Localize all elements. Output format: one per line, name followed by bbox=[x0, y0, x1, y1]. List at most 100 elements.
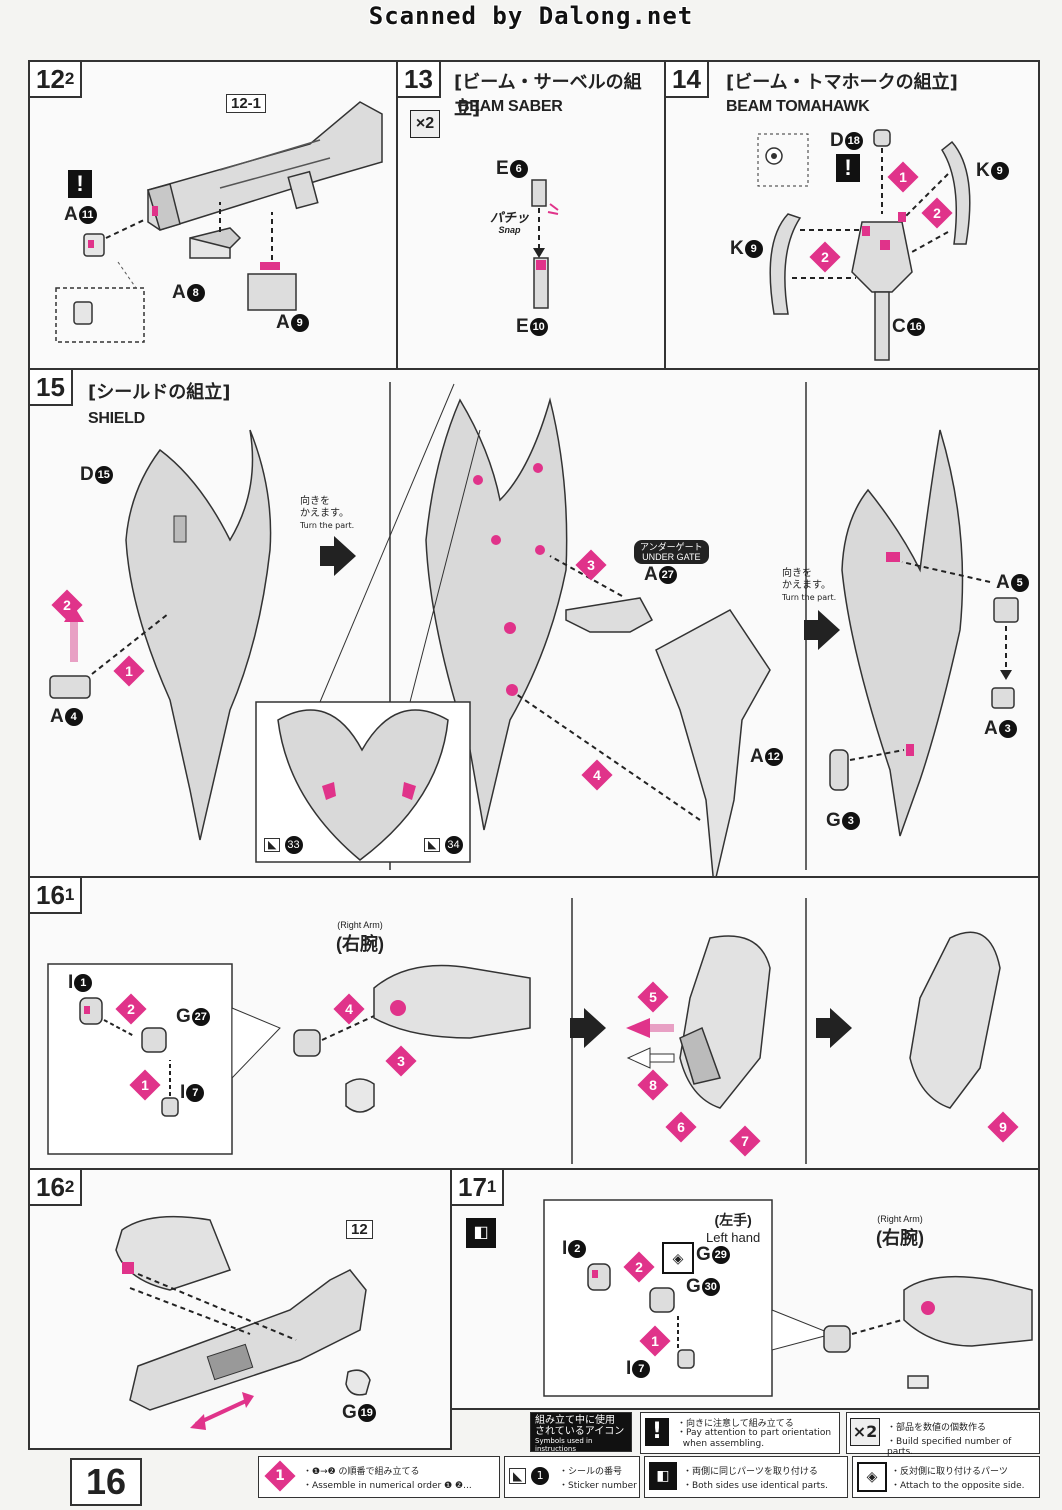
orientation-icon: ! bbox=[836, 154, 860, 182]
orientation-icon: ! bbox=[68, 170, 92, 198]
step-marker-3: 3 bbox=[575, 549, 607, 581]
gun-illustration bbox=[55, 101, 383, 343]
step-subtitle: SHIELD bbox=[88, 410, 145, 427]
opposite-side-icon: ◈ bbox=[857, 1462, 887, 1492]
step-marker-4: 4 bbox=[333, 993, 365, 1025]
quantity-icon: ×2 bbox=[410, 110, 440, 138]
order-icon: 1 bbox=[264, 1460, 296, 1492]
step-marker-2: 2 bbox=[51, 589, 83, 621]
step-number: 14 bbox=[666, 62, 709, 98]
step-title: [ビーム・サーベルの組立] bbox=[454, 72, 642, 119]
both-sides-icon: ◧ bbox=[466, 1218, 496, 1248]
step-marker-5: 5 bbox=[637, 981, 669, 1013]
arm-caption: (Right Arm) (右腕) bbox=[336, 920, 384, 954]
legend-opposite-side: ◈ ・反対側に取り付けるパーツ ・Attach to the opposite … bbox=[852, 1456, 1040, 1498]
step-marker-8: 8 bbox=[637, 1069, 669, 1101]
step-subtitle: BEAM SABER bbox=[458, 98, 563, 115]
step-title: [シールドの組立] bbox=[88, 382, 231, 403]
next-arrow-icon bbox=[570, 1008, 606, 1048]
legend-order: 1 ・❶→❷ の順番で組み立てる ・Assemble in numerical … bbox=[258, 1456, 500, 1498]
step-marker-2: 2 bbox=[809, 241, 841, 273]
beam-tomahawk-illustration bbox=[757, 129, 971, 361]
both-sides-icon: ◧ bbox=[649, 1462, 677, 1490]
step-marker-9: 9 bbox=[987, 1111, 1019, 1143]
step-number: 171 bbox=[452, 1170, 505, 1206]
sticker-34: ◣ 34 bbox=[424, 836, 463, 854]
legend-symbols-title: 組み立て中に使用 されているアイコン Symbols used in instr… bbox=[530, 1412, 632, 1453]
watermark: Scanned by Dalong.net bbox=[368, 2, 694, 30]
legend-orientation: ! ・向きに注意して組み立てる ・Pay attention to part o… bbox=[640, 1412, 840, 1454]
step-marker-1: 1 bbox=[129, 1069, 161, 1101]
step-number: 122 bbox=[30, 62, 83, 98]
sticker-33: ◣ 33 bbox=[264, 836, 303, 854]
reference-label: 12-1 bbox=[226, 94, 267, 113]
step-number: 161 bbox=[30, 878, 83, 914]
next-arrow-icon bbox=[320, 536, 356, 576]
arm-caption: (Right Arm) (右腕) bbox=[876, 1214, 924, 1248]
turn-note: 向きを かえます。Turn the part. bbox=[300, 496, 355, 530]
step-number: 15 bbox=[30, 370, 73, 406]
next-arrow-icon bbox=[816, 1008, 852, 1048]
right-arm-illustration bbox=[47, 898, 1001, 1164]
legend-both-sides: ◧ ・両側に同じパーツを取り付ける ・Both sides use identi… bbox=[644, 1456, 848, 1498]
shield-illustration bbox=[49, 382, 1019, 887]
step-marker-2: 2 bbox=[623, 1251, 655, 1283]
step-marker-7: 7 bbox=[729, 1125, 761, 1157]
step-marker-3: 3 bbox=[385, 1045, 417, 1077]
legend-sticker: ◣ 1 ・シールの番号 ・Sticker number bbox=[504, 1456, 640, 1498]
reference-label: 12 bbox=[346, 1220, 373, 1239]
step-number: 162 bbox=[30, 1170, 83, 1206]
next-arrow-icon bbox=[804, 610, 840, 650]
step-marker-6: 6 bbox=[665, 1111, 697, 1143]
opposite-side-icon: ◈ bbox=[662, 1242, 694, 1274]
step-marker-2: 2 bbox=[921, 197, 953, 229]
turn-note: 向きを かえます。Turn the part. bbox=[782, 568, 837, 602]
step-number: 13 bbox=[398, 62, 441, 98]
step-marker-4: 4 bbox=[581, 759, 613, 791]
hand-caption: (左手) Left hand bbox=[706, 1212, 761, 1245]
step-marker-1: 1 bbox=[113, 655, 145, 687]
gun-arm-illustration bbox=[115, 1215, 371, 1430]
orientation-icon: ! bbox=[645, 1418, 669, 1446]
step-marker-1: 1 bbox=[887, 161, 919, 193]
sticker-icon: ◣ 1 bbox=[509, 1467, 550, 1485]
legend-quantity: ×2 ・部品を数値の個数作る ・Build specified number o… bbox=[846, 1412, 1040, 1457]
quantity-icon: ×2 bbox=[850, 1418, 880, 1446]
step-marker-1: 1 bbox=[639, 1325, 671, 1357]
step-title: [ビーム・トマホークの組立] bbox=[726, 72, 958, 93]
page-number: 16 bbox=[70, 1458, 142, 1506]
step-marker-2: 2 bbox=[115, 993, 147, 1025]
